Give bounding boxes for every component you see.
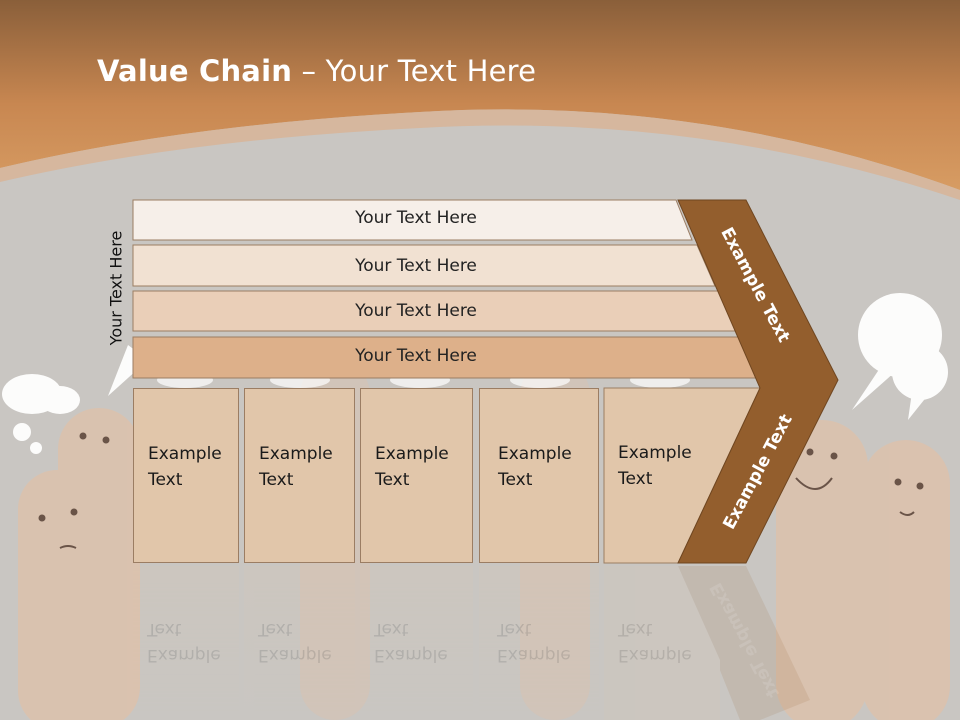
reflection-3: Example Text <box>360 566 473 720</box>
activity-2-line1: Example <box>259 444 333 464</box>
activity-4-line1: Example <box>498 444 572 464</box>
title-rest: – Your Text Here <box>292 54 537 88</box>
slide-title: Value Chain – Your Text Here <box>97 54 536 88</box>
activity-4-line2: Text <box>498 470 533 490</box>
activity-1-line2: Text <box>148 470 183 490</box>
finger-2 <box>58 408 140 720</box>
activity-3-line1: Example <box>375 444 449 464</box>
reflection-1-line2: Text <box>147 619 182 639</box>
activity-1-line1: Example <box>148 444 222 464</box>
reflection-5-line2: Text <box>618 619 653 639</box>
band-3-label: Your Text Here <box>355 301 477 321</box>
reflection-1: Example Text <box>133 566 239 720</box>
band-1-label: Your Text Here <box>355 208 477 228</box>
vertical-label: Your Text Here <box>106 230 126 346</box>
activity-3-line2: Text <box>375 470 410 490</box>
speech-bubble-2 <box>892 344 948 400</box>
reflection-2: Example Text <box>244 566 355 720</box>
reflection-5-line1: Example <box>618 645 692 665</box>
reflection-3-line1: Example <box>374 645 448 665</box>
margin-chevron <box>677 199 839 564</box>
finger-3 <box>776 420 868 720</box>
reflection-1-line1: Example <box>147 645 221 665</box>
reflection-3-line2: Text <box>374 619 409 639</box>
title-bold: Value Chain <box>97 54 293 88</box>
band-2-label: Your Text Here <box>355 256 477 276</box>
reflection-2-line2: Text <box>258 619 293 639</box>
activity-5-line2: Text <box>618 469 653 489</box>
band-4-label: Your Text Here <box>355 346 477 366</box>
reflection-4-line1: Example <box>497 645 571 665</box>
reflection-4: Example Text <box>479 566 599 720</box>
header-band <box>0 0 960 190</box>
activity-5-line1: Example <box>618 443 692 463</box>
reflection-4-line2: Text <box>497 619 532 639</box>
band-1-shape <box>132 199 693 241</box>
reflection-2-line1: Example <box>258 645 332 665</box>
reflection-5: Example Text <box>604 566 704 720</box>
finger-4 <box>862 440 950 720</box>
activity-2-line2: Text <box>259 470 294 490</box>
